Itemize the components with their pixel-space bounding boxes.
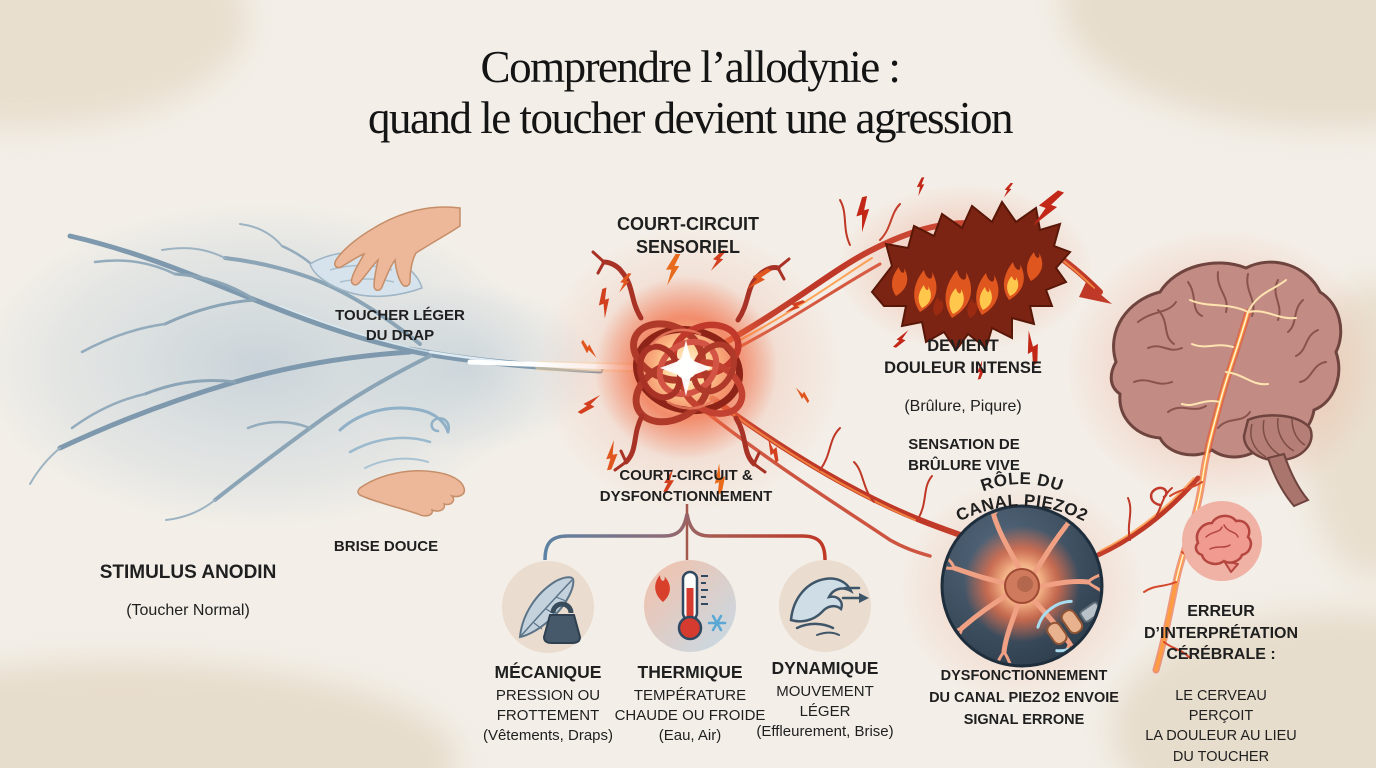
breeze-hand-illustration <box>338 406 466 517</box>
thermometer-hot-cold-icon <box>655 570 727 641</box>
trigger-name: MÉCANIQUE <box>494 662 602 682</box>
label-sensation-brulure: SENSATION DE BRÛLURE VIVE <box>908 436 1020 474</box>
dynamic-trigger-icon <box>779 560 871 652</box>
glowing-nerve-into-brain <box>1143 279 1297 674</box>
infographic-title: Comprendre l’allodynie : quand le touche… <box>367 42 1014 143</box>
trigger-example: (Effleurement, Brise) <box>756 722 894 740</box>
trigger-brace <box>543 504 827 561</box>
label-douleur-intense: DEVIENT DOULEUR INTENSE (Brûlure, Piqure… <box>884 317 1042 434</box>
label-piezo-caption: DYSFONCTIONNEMENT DU CANAL PIEZO2 ENVOIE… <box>929 668 1119 728</box>
trigger-example: (Eau, Air) <box>658 726 722 744</box>
label-erreur-interpretation: ERREUR D’INTERPRÉTATION CÉRÉBRALE : LE C… <box>1144 583 1299 768</box>
trigger-example: (Vêtements, Draps) <box>482 726 614 744</box>
label-brise-douce: BRISE DOUCE <box>333 538 439 555</box>
label-toucher-leger: TOUCHER LÉGER DU DRAP <box>335 307 465 345</box>
trigger-name: DYNAMIQUE <box>771 658 879 678</box>
red-swirl-icon <box>1149 486 1168 507</box>
brain-error-heading: ERREUR D’INTERPRÉTATION CÉRÉBRALE : <box>1143 603 1299 664</box>
brain-error-icon <box>1149 486 1262 581</box>
flame-icon <box>655 575 670 602</box>
feather-weight-icon <box>518 576 582 644</box>
trigger-desc: PRESSION OU FROTTEMENT <box>495 687 601 724</box>
nerve-knot-illustration <box>535 225 845 515</box>
pain-sub: (Brûlure, Piqure) <box>904 397 1022 415</box>
spark-star-icon <box>660 340 712 396</box>
brain-illustration <box>1063 227 1376 674</box>
piezo2-channel-illustration <box>897 476 1147 706</box>
hand-with-cloth-illustration <box>309 206 461 298</box>
fire-patch-illustration <box>835 177 1095 380</box>
label-court-circuit-dysfonctionnement: COURT-CIRCUIT & DYSFONCTIONNEMENT <box>599 467 773 505</box>
trigger-dynamique: DYNAMIQUE MOUVEMENT LÉGER (Effleurement,… <box>725 658 925 741</box>
trigger-desc: TEMPÉRATURE CHAUDE OU FROIDE <box>614 687 766 724</box>
stimulus-sub: (Toucher Normal) <box>126 602 250 619</box>
brain-error-sub: LE CERVEAU PERÇOIT LA DOULEUR AU LIEU DU… <box>1145 687 1297 765</box>
flames <box>892 252 1043 318</box>
snowflake-icon <box>707 614 727 632</box>
pain-heading: DEVIENT DOULEUR INTENSE <box>884 337 1042 378</box>
label-stimulus-anodin: STIMULUS ANODIN (Toucher Normal) <box>100 544 277 638</box>
label-short-circuit-sensoriel: COURT-CIRCUIT SENSORIEL <box>617 214 759 258</box>
trigger-desc: MOUVEMENT LÉGER <box>776 683 874 720</box>
trigger-mecanique: MÉCANIQUE PRESSION OU FROTTEMENT (Vêteme… <box>448 662 648 745</box>
mechanical-trigger-icon <box>502 561 594 653</box>
trigger-name: THERMIQUE <box>637 662 743 682</box>
trigger-thermique: THERMIQUE TEMPÉRATURE CHAUDE OU FROIDE (… <box>590 662 790 745</box>
stimulus-heading: STIMULUS ANODIN <box>99 562 277 583</box>
thermal-trigger-icon <box>644 560 736 652</box>
wave-motion-icon <box>789 577 869 636</box>
